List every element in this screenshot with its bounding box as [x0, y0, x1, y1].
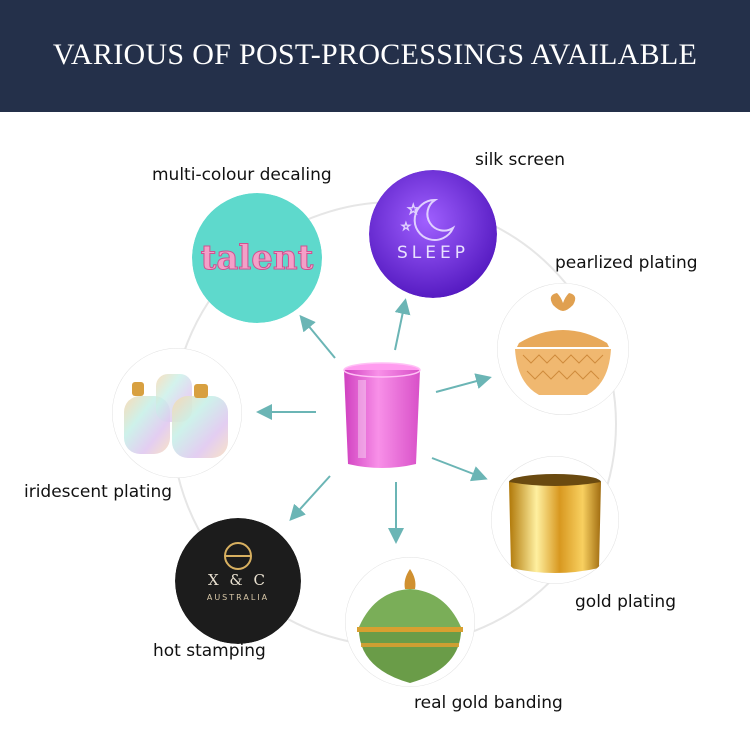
label-multi-colour-decaling: multi-colour decaling [152, 165, 332, 185]
decaling-sample-image: talent [192, 193, 322, 323]
arrow-to-gold-plating [431, 457, 488, 482]
gold-jar-image [491, 456, 619, 584]
moon-icon [413, 198, 456, 241]
label-iridescent-plating: iridescent plating [24, 482, 173, 502]
iridescent-bottles-image [112, 348, 242, 478]
hot-stamping-logo-text: X & C [208, 571, 268, 589]
label-gold-plating: gold plating [575, 592, 676, 612]
silk-screen-sample-text: SLEEP [397, 243, 469, 263]
decaling-sample-text: talent [201, 238, 314, 278]
header-banner: VARIOUS OF POST-PROCESSINGS AVAILABLE [0, 0, 750, 112]
label-silk-screen: silk screen [475, 150, 566, 170]
silk-screen-sample-image: ☆ ☆ SLEEP [369, 170, 497, 298]
cap [194, 384, 208, 398]
label-hot-stamping: hot stamping [153, 641, 266, 661]
pink-candle-jar-image [343, 362, 421, 468]
arrow-to-hot-stamping [289, 475, 331, 521]
page-title: VARIOUS OF POST-PROCESSINGS AVAILABLE [52, 38, 698, 71]
butterfly-lid [550, 293, 576, 311]
star-icon: ☆ [407, 202, 420, 218]
label-pearlized-plating: pearlized plating [555, 253, 698, 273]
hot-stamping-sample-image: X & C AUSTRALIA [175, 518, 301, 644]
label-real-gold-banding: real gold banding [414, 693, 563, 713]
star-icon: ☆ [401, 220, 411, 233]
hot-stamping-subtext: AUSTRALIA [207, 593, 269, 602]
pearlized-jar-image [497, 283, 629, 415]
cap [132, 382, 144, 396]
arrow-to-pearlized [435, 373, 492, 393]
gold-banding-jar-image [345, 557, 475, 687]
arrow-to-silk-screen [394, 298, 411, 351]
arrow-to-decaling [299, 314, 336, 359]
lid-knob [404, 569, 416, 589]
